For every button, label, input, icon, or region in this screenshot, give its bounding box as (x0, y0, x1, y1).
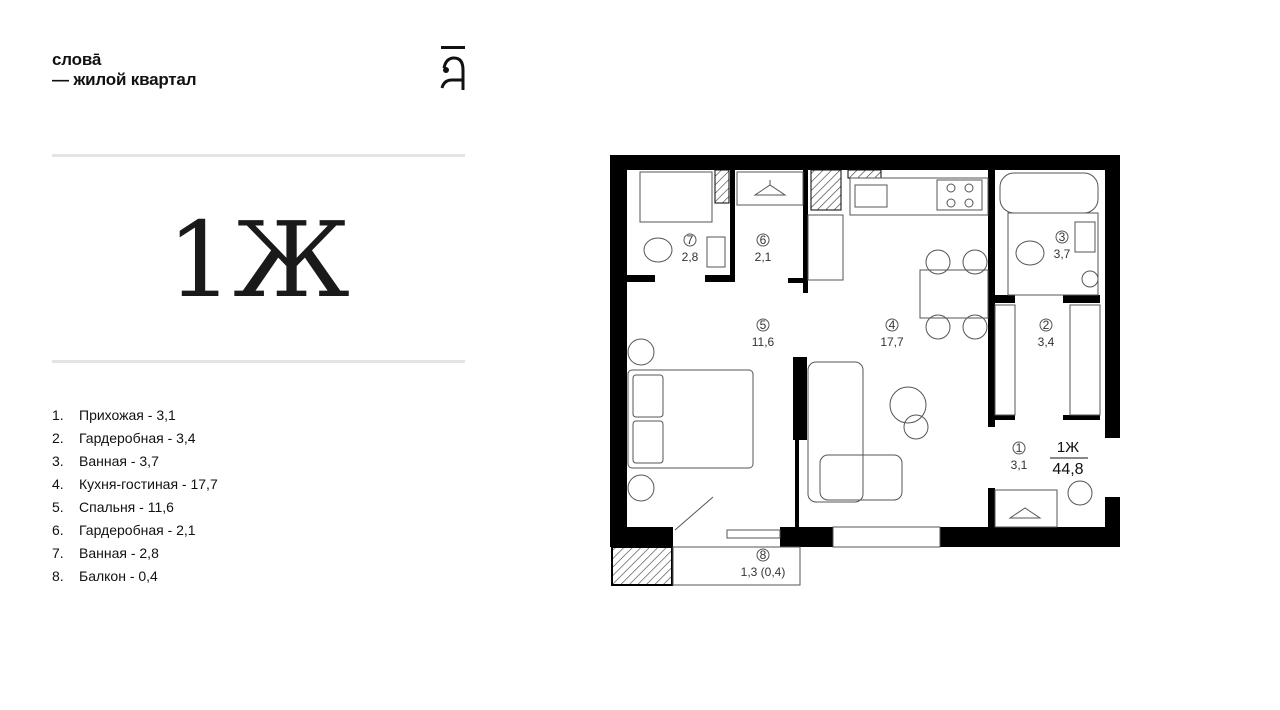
svg-text:6: 6 (760, 233, 767, 247)
svg-text:3,7: 3,7 (1054, 247, 1071, 261)
svg-text:5: 5 (760, 318, 767, 332)
room-label-5: 511,6 (752, 318, 775, 349)
apartment-type-title: 1Ж (166, 199, 350, 321)
svg-text:1Ж: 1Ж (1057, 439, 1079, 456)
legend-item: 4. Кухня-гостиная - 17,7 (52, 473, 218, 496)
svg-text:2,8: 2,8 (682, 250, 699, 264)
brand-logo-icon (440, 46, 465, 90)
legend-item: 7. Ванная - 2,8 (52, 542, 218, 565)
room-legend: 1. Прихожая - 3,1 2. Гардеробная - 3,4 3. В… (52, 404, 218, 588)
apartment-badge: 1Ж 44,8 (1050, 439, 1088, 478)
room-label-4: 417,7 (880, 318, 904, 349)
svg-text:11,6: 11,6 (752, 335, 775, 349)
svg-text:8: 8 (760, 548, 767, 562)
furniture (627, 171, 1101, 586)
legend-item: 2. Гардеробная - 3,4 (52, 427, 218, 450)
room-label-8: 8 1,3 (0,4) (741, 548, 786, 579)
svg-text:2: 2 (1043, 318, 1050, 332)
svg-text:3: 3 (1059, 230, 1066, 244)
legend-item: 6. Гардеробная - 2,1 (52, 519, 218, 542)
room-label-2: 23,4 (1038, 318, 1055, 349)
brand-line-2: — жилой квартал (52, 70, 197, 89)
legend-num: 5. (52, 499, 64, 515)
svg-text:2,1: 2,1 (755, 250, 772, 264)
svg-text:3,4: 3,4 (1038, 335, 1055, 349)
legend-label: Балкон - 0,4 (79, 568, 158, 584)
legend-num: 2. (52, 430, 64, 446)
legend-label: Ванная - 2,8 (79, 545, 159, 561)
room-label-6: 62,1 (755, 233, 772, 264)
divider-bottom (52, 360, 465, 363)
legend-item: 5. Спальня - 11,6 (52, 496, 218, 519)
legend-item: 1. Прихожая - 3,1 (52, 404, 218, 427)
room-label-7: 72,8 (682, 233, 699, 264)
svg-text:3,1: 3,1 (1011, 458, 1028, 472)
legend-item: 8. Балкон - 0,4 (52, 565, 218, 588)
divider-top (52, 154, 465, 157)
legend-label: Гардеробная - 3,4 (79, 430, 196, 446)
legend-label: Спальня - 11,6 (79, 499, 174, 515)
room-labels: 13,1 23,4 33,7 417,7 511,6 62,1 72,8 81,… (682, 230, 1088, 579)
walls (610, 155, 1120, 547)
legend-num: 8. (52, 568, 64, 584)
svg-text:17,7: 17,7 (880, 335, 904, 349)
hatched-columns (611, 169, 882, 586)
legend-label: Кухня-гостиная - 17,7 (79, 476, 218, 492)
legend-num: 3. (52, 453, 64, 469)
brand-line-1: слова̄ (52, 50, 102, 69)
legend-num: 6. (52, 522, 64, 538)
room-label-3: 33,7 (1054, 230, 1071, 261)
svg-text:1,3 (0,4): 1,3 (0,4) (741, 565, 786, 579)
legend-label: Ванная - 3,7 (79, 453, 159, 469)
legend-num: 7. (52, 545, 64, 561)
svg-text:4: 4 (889, 318, 896, 332)
legend-item: 3. Ванная - 3,7 (52, 450, 218, 473)
brand-name: слова̄ — жилой квартал (52, 50, 196, 90)
legend-label: Прихожая - 3,1 (79, 407, 176, 423)
legend-num: 4. (52, 476, 64, 492)
svg-text:7: 7 (687, 233, 694, 247)
room-label-1: 13,1 (1011, 441, 1028, 472)
svg-text:44,8: 44,8 (1052, 461, 1083, 478)
svg-text:1: 1 (1016, 441, 1023, 455)
legend-num: 1. (52, 407, 64, 423)
legend-label: Гардеробная - 2,1 (79, 522, 196, 538)
